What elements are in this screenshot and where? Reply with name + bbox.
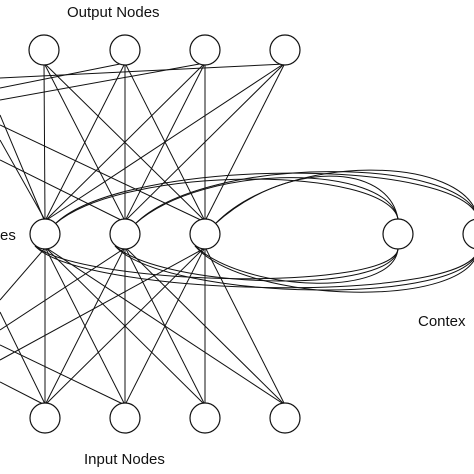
- output-node: [269, 34, 301, 66]
- offscreen-connection: [0, 139, 46, 221]
- context-loop-upper: [134, 171, 474, 225]
- hidden-node: [189, 218, 221, 250]
- offscreen-connection: [0, 247, 206, 361]
- context-loop-lower: [194, 245, 399, 284]
- offscreen-connection: [0, 114, 46, 223]
- input-node: [109, 402, 141, 434]
- context-loop-lower: [194, 245, 474, 293]
- input-nodes-label: Input Nodes: [84, 451, 165, 468]
- input-hidden-connection: [44, 246, 286, 406]
- offscreen-connection: [0, 381, 46, 406]
- offscreen-connection: [0, 63, 286, 79]
- offscreen-connection: [0, 124, 206, 223]
- offscreen-connection: [0, 344, 126, 406]
- input-hidden-connection: [44, 246, 206, 406]
- hidden-output-connection: [43, 62, 46, 222]
- offscreen-connection: [0, 247, 46, 301]
- input-node: [269, 402, 301, 434]
- hidden-node: [109, 218, 141, 250]
- output-nodes-label: Output Nodes: [67, 4, 160, 21]
- hidden-output-connection: [124, 62, 206, 222]
- offscreen-connection: [0, 62, 126, 89]
- output-node: [28, 34, 60, 66]
- input-hidden-connection: [124, 246, 286, 406]
- input-hidden-connection: [44, 246, 126, 406]
- node-layer: [28, 34, 474, 434]
- context-loop-upper: [134, 177, 399, 225]
- hidden-nodes-label: es: [0, 227, 16, 244]
- context-node: [462, 218, 474, 250]
- input-node: [29, 402, 61, 434]
- context-loop-lower: [114, 245, 399, 282]
- input-node: [189, 402, 221, 434]
- hidden-output-connection: [43, 62, 206, 222]
- output-node: [109, 34, 141, 66]
- context-loop-upper: [214, 175, 399, 225]
- offscreen-connection: [0, 311, 46, 405]
- hidden-node: [29, 218, 61, 250]
- context-loop-upper: [214, 169, 474, 225]
- output-node: [189, 34, 221, 66]
- context-loop-upper: [54, 178, 399, 225]
- connection-lines: [0, 62, 286, 406]
- offscreen-connection: [0, 247, 126, 331]
- input-hidden-connection: [204, 246, 286, 406]
- context-loop-lower: [34, 245, 474, 289]
- context-nodes-label: Contex: [418, 313, 466, 330]
- offscreen-connection: [0, 159, 126, 223]
- context-recurrent-loops: [34, 169, 474, 293]
- context-node: [382, 218, 414, 250]
- hidden-output-connection: [204, 62, 286, 222]
